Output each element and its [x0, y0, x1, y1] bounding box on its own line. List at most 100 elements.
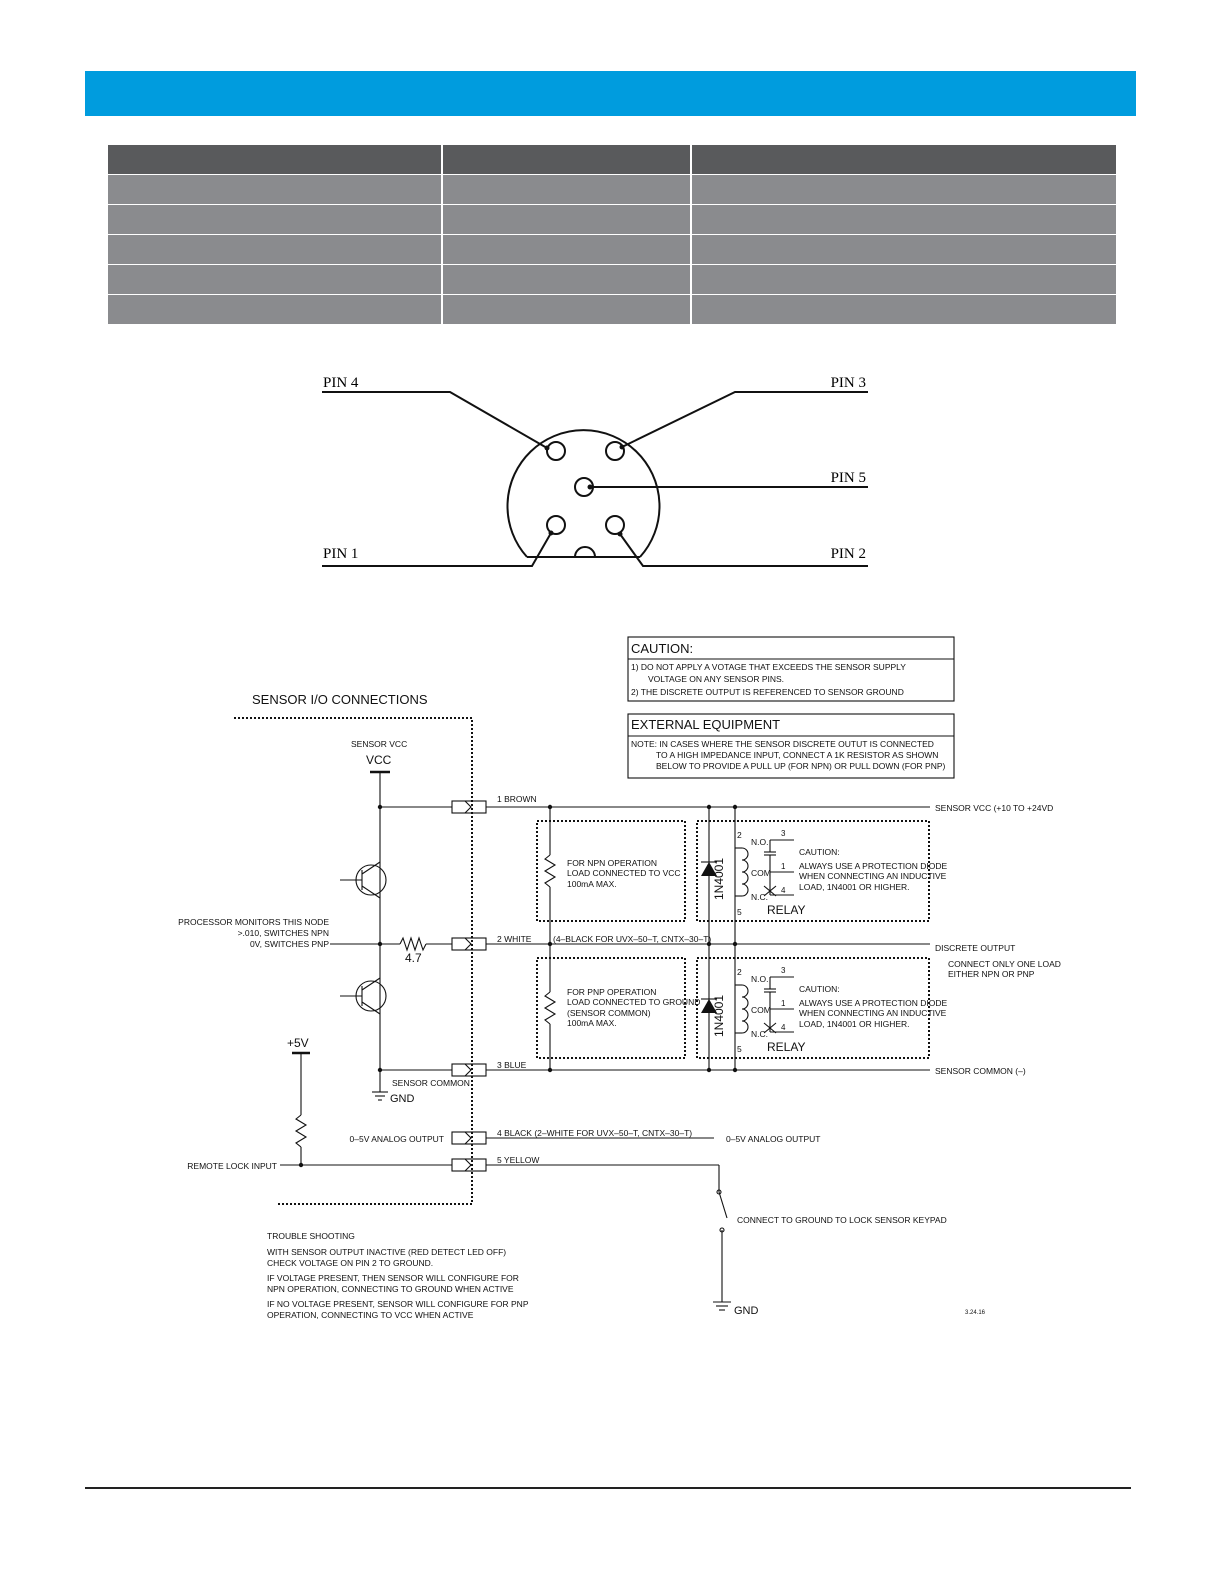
- header-band: [85, 71, 1136, 116]
- pin2-socket: [605, 515, 625, 535]
- analog-output-right: 0–5V ANALOG OUTPUT: [726, 1134, 820, 1144]
- caution-box: [627, 636, 955, 702]
- discrete-output-label: DISCRETE OUTPUT: [935, 943, 1015, 953]
- processor-line3: 0V, SWITCHES PNP: [250, 939, 329, 949]
- pin5-label: PIN 5: [831, 470, 866, 486]
- pnp-line3: (SENSOR COMMON): [567, 1008, 651, 1018]
- pin1-label: PIN 1: [323, 546, 358, 562]
- troubleshooting-line4: NPN OPERATION, CONNECTING TO GROUND WHEN…: [267, 1284, 514, 1294]
- table-cell: [692, 265, 1116, 295]
- external-line3: BELOW TO PROVIDE A PULL UP (FOR NPN) OR …: [656, 761, 946, 771]
- external-equipment-box: [627, 713, 955, 779]
- sensor-vcc-right: SENSOR VCC (+10 TO +24VD: [935, 803, 1053, 813]
- external-line1: NOTE: IN CASES WHERE THE SENSOR DISCRETE…: [631, 739, 934, 749]
- relay-bottom-n3: 3: [781, 966, 786, 975]
- table-cell: [692, 205, 1116, 235]
- pin-table: [108, 145, 1116, 325]
- relay-bottom-n4: 4: [781, 1023, 786, 1032]
- diode-label-top: 1N4001: [712, 858, 726, 900]
- relay-bottom-caution2: WHEN CONNECTING AN INDUCTIVE: [799, 1008, 947, 1018]
- relay-top-label: RELAY: [767, 903, 805, 917]
- relay-bottom-caution3: LOAD, 1N4001 OR HIGHER.: [799, 1019, 910, 1029]
- relay-bottom-caution1: ALWAYS USE A PROTECTION DIODE: [799, 998, 947, 1008]
- table-cell: [108, 175, 443, 205]
- vcc-label: VCC: [366, 753, 392, 767]
- wire3-label: 3 BLUE: [497, 1060, 527, 1070]
- table-cell: [108, 235, 443, 265]
- external-line2: TO A HIGH IMPEDANCE INPUT, CONNECT A 1K …: [656, 750, 938, 760]
- relay-top-caution1: ALWAYS USE A PROTECTION DIODE: [799, 861, 947, 871]
- relay-top-no: N.O.: [751, 837, 768, 847]
- pin1-socket: [546, 515, 566, 535]
- diode-label-bottom: 1N4001: [712, 995, 726, 1037]
- sensor-common-label: SENSOR COMMON: [392, 1078, 470, 1088]
- relay-bottom-n5: 5: [737, 1044, 742, 1054]
- troubleshooting-line6: OPERATION, CONNECTING TO VCC WHEN ACTIVE: [267, 1310, 474, 1320]
- caution-line1: 1) DO NOT APPLY A VOTAGE THAT EXCEEDS TH…: [631, 662, 906, 672]
- table-cell: [442, 265, 693, 295]
- npn-line3: 100mA MAX.: [567, 879, 617, 889]
- troubleshooting-line2: CHECK VOLTAGE ON PIN 2 TO GROUND.: [267, 1258, 433, 1268]
- table-row: [108, 205, 1116, 235]
- pin4-socket: [546, 441, 566, 461]
- npn-line2: LOAD CONNECTED TO VCC: [567, 868, 681, 878]
- revision-date: 3.24.16: [965, 1310, 986, 1316]
- processor-line2: >.010, SWITCHES NPN: [238, 928, 329, 938]
- relay-top-n3: 3: [781, 829, 786, 838]
- table-cell: [442, 295, 693, 325]
- troubleshooting-line5: IF NO VOLTAGE PRESENT, SENSOR WILL CONFI…: [267, 1299, 529, 1309]
- table-cell: [442, 145, 693, 175]
- sensor-common-right: SENSOR COMMON (–): [935, 1066, 1026, 1076]
- table-cell: [692, 145, 1116, 175]
- table-cell: [108, 205, 443, 235]
- schematic-title: SENSOR I/O CONNECTIONS: [252, 692, 428, 707]
- table-cell: [692, 175, 1116, 205]
- table-cell: [108, 145, 443, 175]
- relay-top-caution: CAUTION:: [799, 847, 840, 857]
- wire4-label: 4 BLACK (2–WHITE FOR UVX–50–T, CNTX–30–T…: [497, 1128, 692, 1138]
- caution-line3: 2) THE DISCRETE OUTPUT IS REFERENCED TO …: [631, 687, 904, 697]
- relay-bottom-no: N.O.: [751, 974, 768, 984]
- table-row: [108, 265, 1116, 295]
- pnp-line4: 100mA MAX.: [567, 1018, 617, 1028]
- pin3-label: PIN 3: [831, 375, 866, 391]
- pnp-line1: FOR PNP OPERATION: [567, 987, 656, 997]
- relay-top-com: COM: [751, 868, 771, 878]
- pin4-label: PIN 4: [323, 375, 359, 391]
- table-cell: [692, 235, 1116, 265]
- resistor-value: 4.7: [405, 951, 422, 965]
- relay-top-n5: 5: [737, 907, 742, 917]
- wire2-note: (4–BLACK FOR UVX–50–T, CNTX–30–T): [553, 934, 711, 944]
- relay-top-nc: N.C.: [751, 892, 768, 902]
- troubleshooting-line1: WITH SENSOR OUTPUT INACTIVE (RED DETECT …: [267, 1247, 506, 1257]
- table-header-row: [108, 145, 1116, 175]
- table-cell: [108, 265, 443, 295]
- analog-output-left: 0–5V ANALOG OUTPUT: [350, 1134, 444, 1144]
- relay-top-n4: 4: [781, 886, 786, 895]
- troubleshooting-line3: IF VOLTAGE PRESENT, THEN SENSOR WILL CON…: [267, 1273, 519, 1283]
- table-cell: [442, 175, 693, 205]
- gnd-bottom-label: GND: [734, 1305, 759, 1317]
- lock-note: CONNECT TO GROUND TO LOCK SENSOR KEYPAD: [737, 1215, 947, 1225]
- relay-bottom-com: COM: [751, 1005, 771, 1015]
- relay-bottom-n2: 2: [737, 967, 742, 977]
- caution-line2: VOLTAGE ON ANY SENSOR PINS.: [648, 674, 784, 684]
- processor-line1: PROCESSOR MONITORS THIS NODE: [178, 917, 329, 927]
- connect-one-line2: EITHER NPN OR PNP: [948, 969, 1035, 979]
- gnd-label: GND: [390, 1093, 415, 1105]
- relay-bottom-caution: CAUTION:: [799, 984, 840, 994]
- relay-top-caution3: LOAD, 1N4001 OR HIGHER.: [799, 882, 910, 892]
- footer-rule: [85, 1487, 1131, 1489]
- table-row: [108, 235, 1116, 265]
- wire5-label: 5 YELLOW: [497, 1155, 539, 1165]
- connect-one-line1: CONNECT ONLY ONE LOAD: [948, 959, 1061, 969]
- pin2-label: PIN 2: [831, 546, 866, 562]
- wire1-label: 1 BROWN: [497, 794, 537, 804]
- table-cell: [692, 295, 1116, 325]
- pin3-socket: [605, 441, 625, 461]
- relay-top-n1: 1: [781, 862, 786, 871]
- external-title: EXTERNAL EQUIPMENT: [631, 717, 780, 732]
- wire2-label: 2 WHITE: [497, 934, 532, 944]
- table-row: [108, 175, 1116, 205]
